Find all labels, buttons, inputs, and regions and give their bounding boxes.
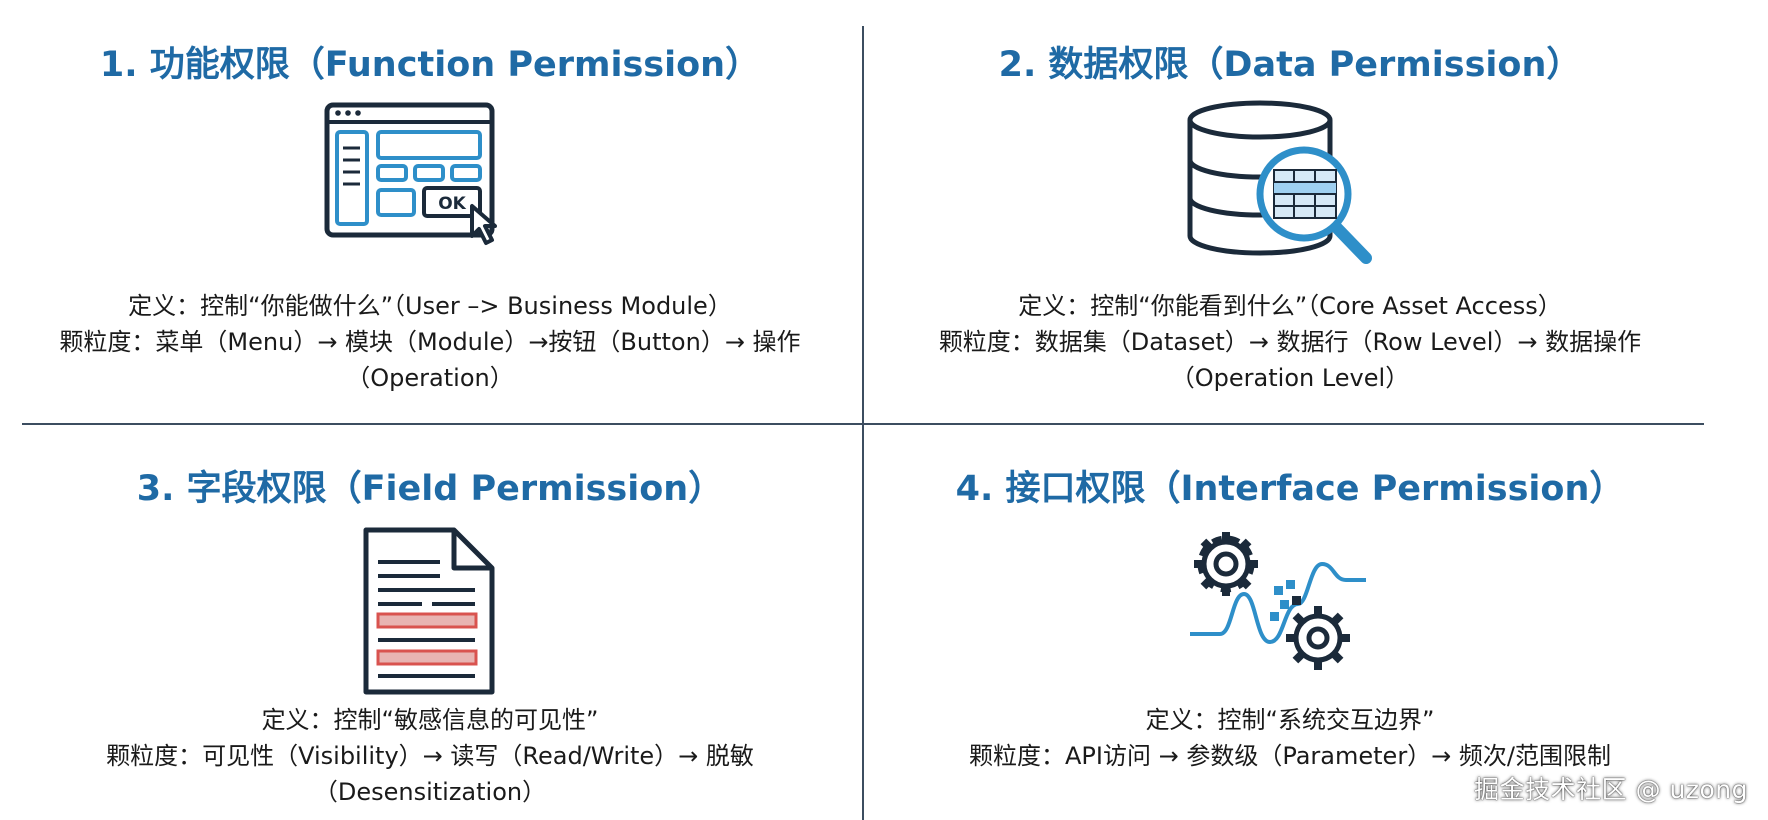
panel-title: 4. 接口权限（Interface Permission）	[955, 469, 1625, 509]
gears-signal-icon	[1180, 524, 1370, 688]
granularity-text: 颗粒度：数据集（Dataset）→ 数据行（Row Level）→ 数据操作	[938, 328, 1642, 356]
ok-button-label: OK	[438, 194, 466, 214]
field-permission-panel: 3. 字段权限（Field Permission） 定义：控制“敏感信息的可见性…	[30, 430, 830, 820]
database-magnifier-icon	[1182, 98, 1382, 277]
document-redacted-icon	[360, 524, 500, 703]
panel-title: 1. 功能权限（Function Permission）	[99, 45, 761, 85]
interface-permission-panel: 4. 接口权限（Interface Permission）	[880, 430, 1700, 820]
definition-text: 定义：控制“你能看到什么”（Core Asset Access）	[1018, 292, 1562, 320]
panel-description: 定义：控制“敏感信息的可见性” 颗粒度：可见性（Visibility）→ 读写（…	[30, 702, 830, 810]
definition-text: 定义：控制“系统交互边界”	[1145, 706, 1435, 734]
granularity-text: 颗粒度：可见性（Visibility）→ 读写（Read/Write）→ 脱敏	[106, 742, 754, 770]
granularity-continued-text: （Operation Level）	[1170, 364, 1410, 392]
app-window-ok-cursor-icon: OK	[322, 100, 522, 264]
panel-description: 定义：控制“系统交互边界” 颗粒度：API访问 → 参数级（Parameter）…	[880, 702, 1700, 774]
definition-text: 定义：控制“你能做什么”（User –> Business Module）	[128, 292, 732, 320]
watermark: 掘金技术社区 @ uzong	[1474, 775, 1748, 804]
definition-text: 定义：控制“敏感信息的可见性”	[261, 706, 599, 734]
panel-title: 2. 数据权限（Data Permission）	[998, 45, 1582, 85]
granularity-text: 颗粒度：菜单（Menu）→ 模块（Module）→按钮（Button）→ 操作	[59, 328, 801, 356]
function-permission-panel: 1. 功能权限（Function Permission） OK 定义：控制“你能…	[30, 0, 830, 420]
panel-title: 3. 字段权限（Field Permission）	[136, 469, 724, 509]
data-permission-panel: 2. 数据权限（Data Permission） 定义：控制“你能看到什么”（C…	[880, 0, 1700, 420]
horizontal-divider	[22, 423, 1704, 425]
granularity-continued-text: （Operation）	[346, 364, 514, 392]
panel-description: 定义：控制“你能做什么”（User –> Business Module） 颗粒…	[30, 288, 830, 396]
granularity-continued-text: （Desensitization）	[313, 778, 547, 806]
panel-description: 定义：控制“你能看到什么”（Core Asset Access） 颗粒度：数据集…	[880, 288, 1700, 396]
granularity-text: 颗粒度：API访问 → 参数级（Parameter）→ 频次/范围限制	[968, 742, 1612, 770]
